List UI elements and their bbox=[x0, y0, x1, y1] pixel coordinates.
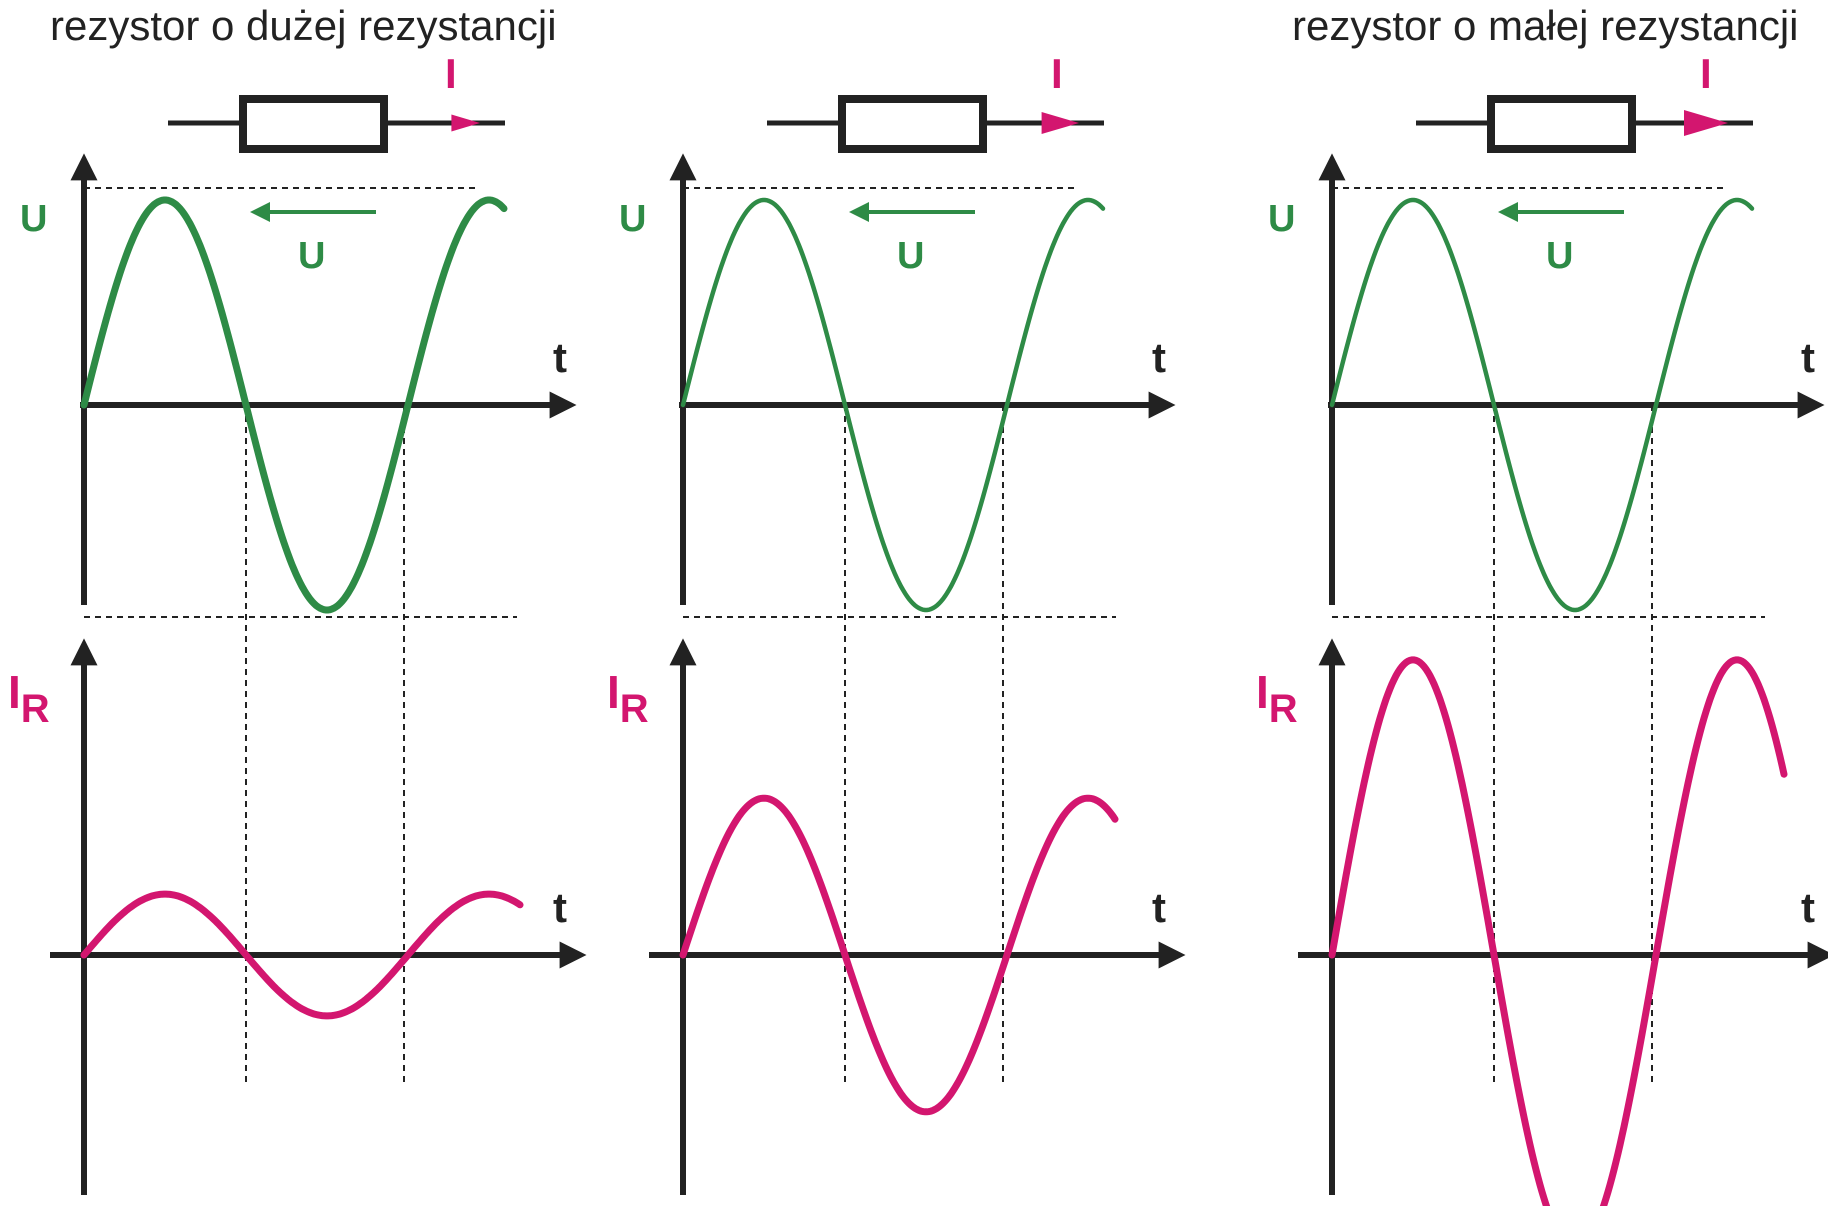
voltage-t-label: t bbox=[1801, 334, 1815, 381]
title-low-resistance: rezystor o małej rezystancji bbox=[1292, 2, 1798, 49]
voltage-axis-label: U bbox=[619, 198, 646, 240]
voltage-sine-wave bbox=[680, 197, 1106, 613]
current-axis-label-main: I bbox=[8, 666, 21, 718]
current-axis-label-main: I bbox=[607, 666, 620, 718]
current-t-label: t bbox=[1152, 884, 1166, 931]
voltage-sine-wave bbox=[1329, 197, 1755, 613]
current-label: I bbox=[1700, 50, 1712, 97]
current-t-label: t bbox=[1801, 884, 1815, 931]
current-direction-arrow bbox=[1041, 111, 1079, 135]
current-sine-wave bbox=[80, 890, 524, 1020]
title-high-resistance: rezystor o dużej rezystancji bbox=[50, 2, 557, 49]
voltage-direction-label: U bbox=[298, 235, 325, 277]
current-axis-label-sub: R bbox=[1269, 687, 1298, 731]
voltage-axis-label: U bbox=[1268, 198, 1295, 240]
resistor-body bbox=[1487, 95, 1636, 153]
current-label: I bbox=[445, 50, 457, 97]
current-axis-label: IR bbox=[8, 666, 50, 731]
voltage-direction-label: U bbox=[897, 235, 924, 277]
resistor-body bbox=[838, 95, 987, 153]
current-t-label: t bbox=[553, 884, 567, 931]
current-axis-label: IR bbox=[607, 666, 649, 731]
resistor-body bbox=[239, 95, 388, 153]
voltage-direction-label: U bbox=[1546, 235, 1573, 277]
voltage-sine-wave bbox=[80, 196, 508, 614]
current-axis-label-sub: R bbox=[620, 687, 649, 731]
current-sine-wave bbox=[679, 794, 1119, 1116]
current-sine-wave bbox=[1328, 656, 1788, 1206]
current-direction-arrow bbox=[451, 114, 480, 132]
voltage-axis-label: U bbox=[20, 198, 47, 240]
current-direction-arrow bbox=[1684, 110, 1728, 136]
current-axis-label-sub: R bbox=[21, 687, 50, 731]
voltage-t-label: t bbox=[1152, 334, 1166, 381]
current-axis-label-main: I bbox=[1256, 666, 1269, 718]
voltage-t-label: t bbox=[553, 334, 567, 381]
current-axis-label: IR bbox=[1256, 666, 1298, 731]
current-label: I bbox=[1051, 50, 1063, 97]
